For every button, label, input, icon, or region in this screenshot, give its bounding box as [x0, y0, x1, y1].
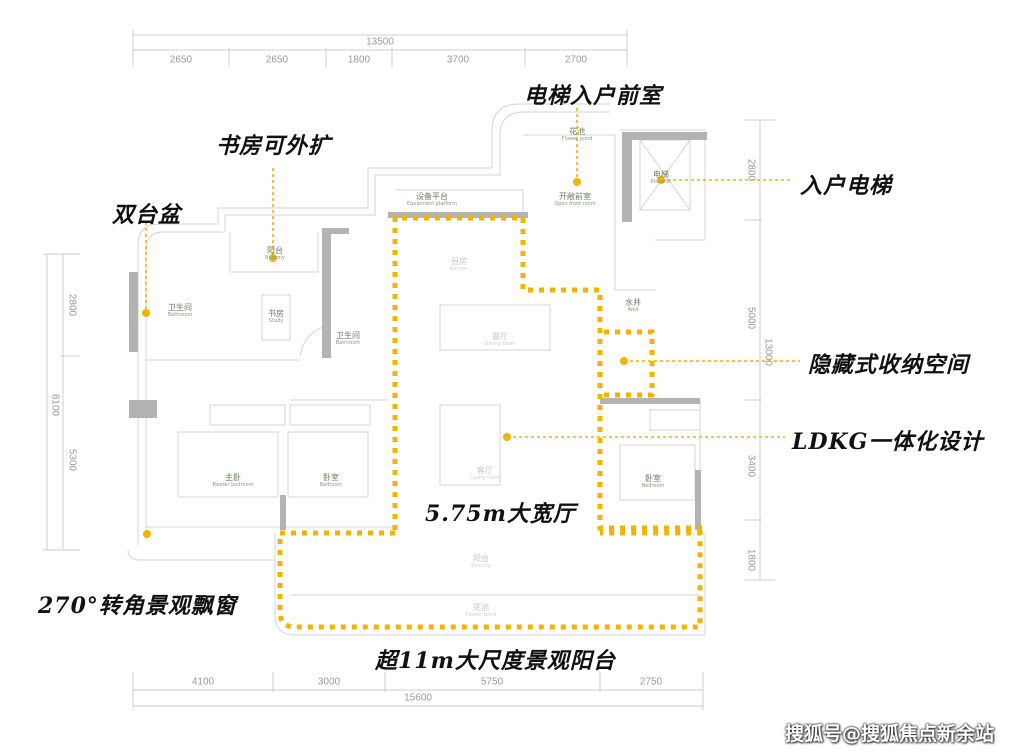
dim-bottom-segment: 3000 [317, 676, 341, 688]
callout-private-elevator: 入户电梯 [800, 173, 893, 199]
callout-balcony: 超11m大尺度景观阳台 [375, 648, 616, 674]
callout-ldkg: LDKG一体化设计 [792, 429, 984, 455]
dim-left-segment: 2800 [66, 293, 78, 317]
dim-right-total: 13000 [762, 338, 774, 366]
dim-top-segment: 3700 [446, 54, 470, 66]
watermark: 搜狐号@搜狐焦点新余站 [784, 723, 994, 745]
structural-walls [129, 132, 707, 530]
callout-study-expand: 书房可外扩 [216, 133, 332, 159]
dim-right-segment: 1800 [745, 548, 757, 572]
callout-hidden-storage: 隐藏式收纳空间 [808, 352, 970, 378]
dim-bottom-total: 15600 [404, 692, 432, 704]
callout-wide-hall: 5.75m大宽厅 [425, 501, 576, 527]
dim-bottom-segment: 4100 [191, 676, 215, 688]
dim-top-segment: 2650 [265, 54, 289, 66]
dim-bottom-segment: 5750 [480, 676, 504, 688]
dim-top-total: 13500 [366, 36, 394, 48]
dim-top-segment: 2650 [169, 54, 193, 66]
dim-left-total: 8100 [49, 393, 61, 417]
callout-leaders [145, 108, 800, 438]
storage-zone [604, 329, 655, 398]
callout-elevator-lobby: 电梯入户前室 [524, 83, 663, 109]
callout-bay-window: 270°转角景观飘窗 [38, 593, 237, 619]
outer-walls [127, 103, 706, 636]
highlight-zones [277, 215, 703, 630]
dim-left-segment: 5300 [66, 448, 78, 472]
dim-right-segment: 2800 [745, 158, 757, 182]
dimension-lines [43, 30, 775, 710]
dim-bottom-segment: 2750 [639, 676, 663, 688]
callout-dots [142, 176, 665, 538]
balcony-zone [277, 530, 703, 630]
callout-double-basin: 双台盆 [112, 202, 182, 228]
dim-top-segment: 1800 [347, 54, 371, 66]
ldkg-zone [392, 215, 703, 531]
dim-top-segment: 2700 [564, 54, 588, 66]
dim-right-segment: 5000 [745, 306, 757, 330]
dim-right-segment: 3400 [745, 454, 757, 478]
